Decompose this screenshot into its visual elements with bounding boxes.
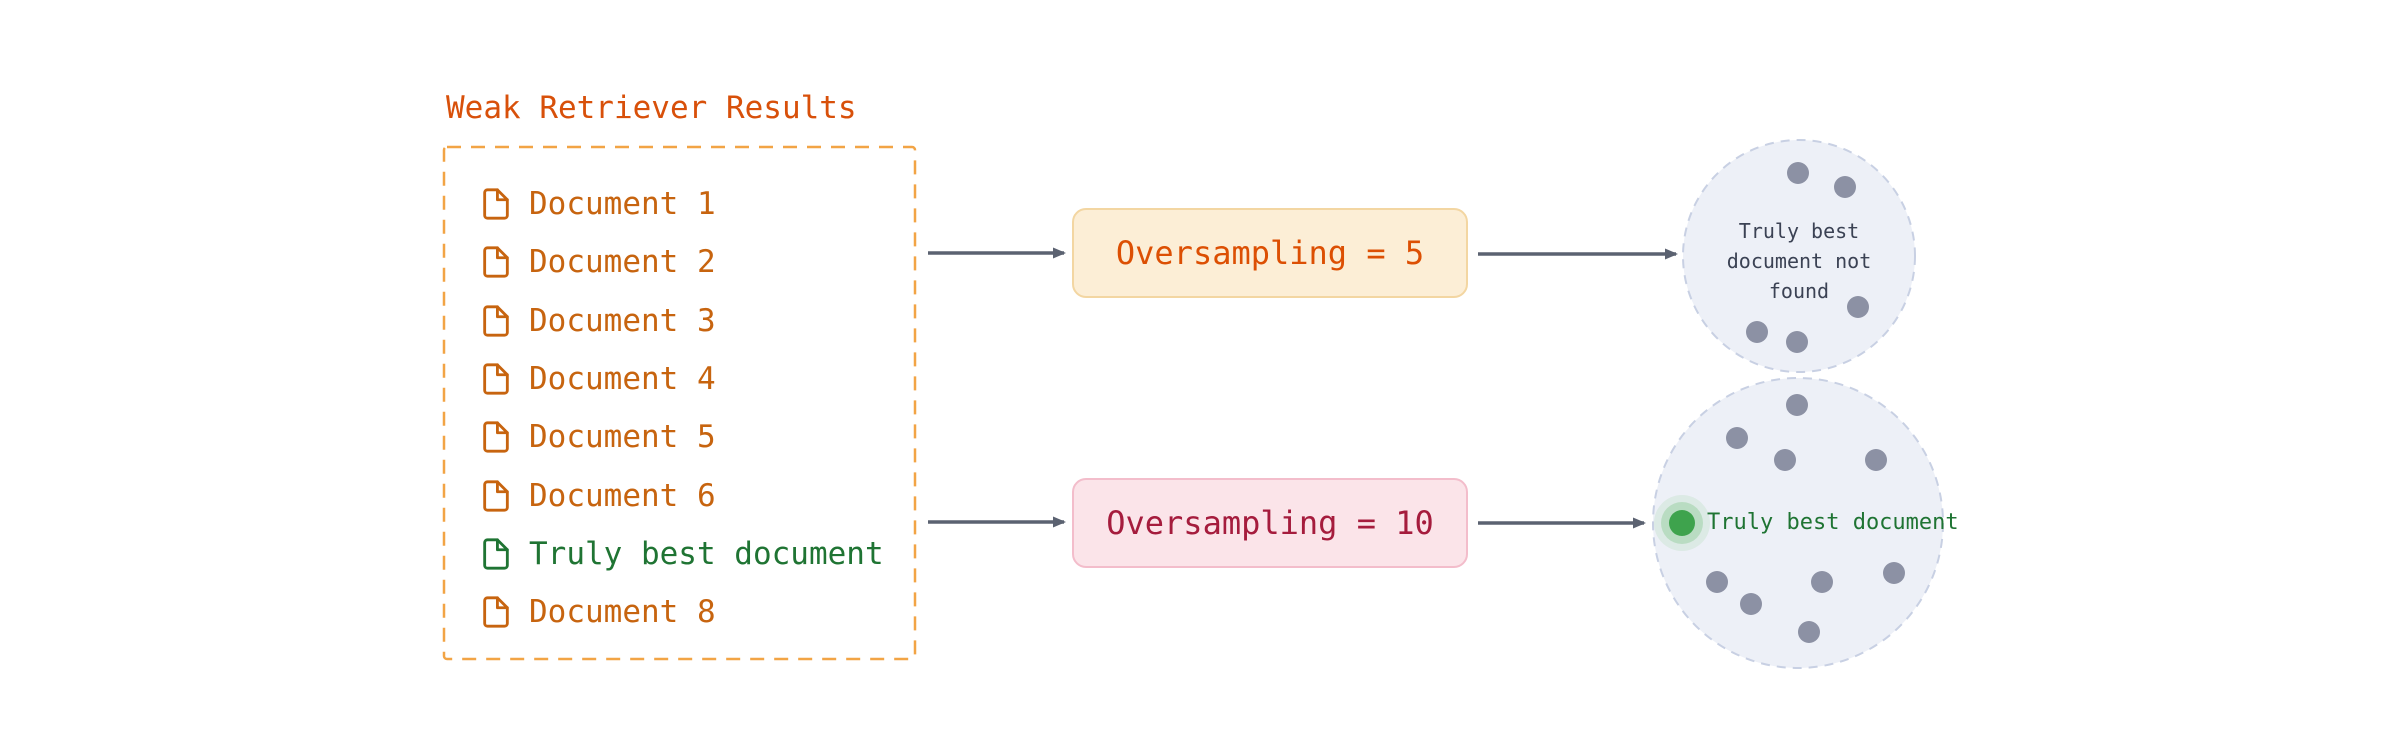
document-dot [1811,571,1833,593]
page-title: Weak Retriever Results [446,90,857,126]
document-dot [1834,176,1856,198]
oversampling-10-box: Oversampling = 10 [1072,478,1468,568]
document-label: Document 5 [529,419,716,456]
document-list-item: Document 2 [443,233,915,291]
document-list-item: Document 1 [443,175,915,233]
document-dot [1786,394,1808,416]
document-list-item: Document 5 [443,408,915,466]
file-icon [483,246,509,279]
file-icon [483,421,509,453]
outcome-not-found-text: Truly best document not found [1726,219,1872,303]
document-label: Document 3 [529,302,716,339]
document-list: Document 1 Document 2 Document 3 Documen… [443,147,915,659]
document-label: Document 1 [529,186,716,223]
oversampling-5-label: Oversampling = 5 [1115,234,1425,272]
oversampling-10-label: Oversampling = 10 [1106,504,1434,542]
document-label: Document 2 [529,244,716,281]
document-label: Truly best document [529,535,884,572]
document-label: Document 4 [529,361,716,398]
best-document-dot [1669,510,1695,536]
document-dot [1865,449,1887,471]
outcome-found-label: Truly best document [1707,510,1959,535]
document-list-item: Document 6 [443,466,915,524]
document-list-item: Document 8 [443,583,915,641]
file-icon [483,188,509,220]
document-list-item: Document 3 [443,292,915,350]
document-dot [1883,562,1905,584]
file-icon [483,596,509,628]
document-dot [1798,621,1820,643]
file-icon [483,363,509,395]
document-dot [1847,296,1869,318]
weak-retriever-box-border [442,145,917,661]
document-label: Document 8 [529,594,716,631]
file-icon [483,480,509,512]
document-dot [1787,162,1809,184]
document-list-item: Document 4 [443,350,915,408]
document-list-item: Truly best document [443,525,915,583]
document-dot [1774,449,1796,471]
document-label: Document 6 [529,477,716,514]
file-icon [483,538,509,570]
document-dot [1746,321,1768,343]
document-dot [1740,593,1762,615]
document-dot [1786,331,1808,353]
document-dot [1706,571,1728,593]
document-dot [1726,427,1748,449]
file-icon [483,305,509,337]
oversampling-5-box: Oversampling = 5 [1072,208,1468,298]
